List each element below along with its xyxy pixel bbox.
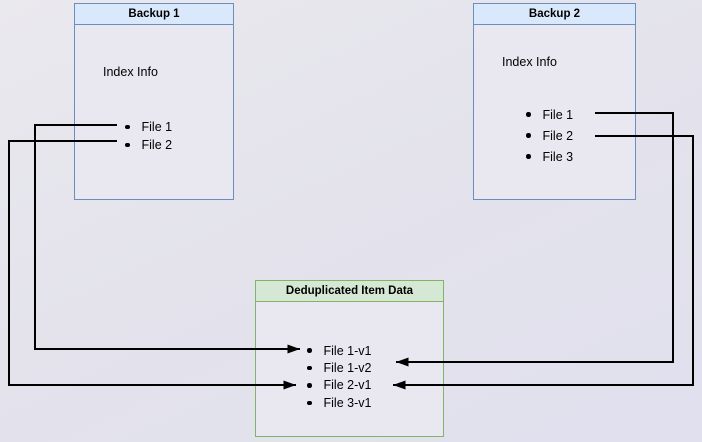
list-item: File 1-v2: [307, 359, 371, 376]
list-item: File 1-v1: [307, 342, 371, 359]
file-label: File 2: [542, 128, 574, 143]
item-label: File 1-v2: [323, 361, 372, 376]
file-label: File 1: [542, 107, 574, 122]
node-backup-1-title: Backup 1: [75, 4, 233, 25]
list-item: File 1: [125, 118, 172, 136]
bullet-icon: [125, 124, 130, 130]
bullet-icon: [526, 154, 531, 159]
node-backup-1: Backup 1 Index Info File 1 File 2: [74, 3, 234, 200]
bullet-icon: [125, 142, 130, 148]
list-item: File 3-v1: [307, 394, 371, 411]
bullet-icon: [307, 365, 312, 371]
list-item: File 1: [526, 104, 573, 125]
dedup-item-list: File 1-v1 File 1-v2 File 2-v1 File 3-v1: [307, 342, 371, 412]
backup-1-file-list: File 1 File 2: [125, 118, 172, 154]
file-label: File 3: [542, 149, 574, 164]
item-label: File 3-v1: [323, 395, 372, 410]
list-item: File 2: [125, 136, 172, 154]
bullet-icon: [526, 112, 531, 117]
list-item: File 2: [526, 125, 573, 146]
bullet-icon: [307, 348, 312, 353]
bullet-icon: [307, 400, 312, 406]
backup-2-file-list: File 1 File 2 File 3: [526, 104, 573, 167]
node-deduplicated-item-data: Deduplicated Item Data File 1-v1 File 1-…: [255, 280, 444, 437]
item-label: File 2-v1: [323, 378, 372, 393]
file-label: File 1: [141, 120, 173, 134]
bullet-icon: [307, 383, 312, 388]
file-label: File 2: [141, 138, 173, 152]
bullet-icon: [526, 133, 531, 138]
list-item: File 2-v1: [307, 377, 371, 394]
list-item: File 3: [526, 146, 573, 167]
item-label: File 1-v1: [323, 343, 372, 358]
node-backup-2: Backup 2 Index Info File 1 File 2 File 3: [473, 3, 636, 200]
node-dedup-title: Deduplicated Item Data: [256, 281, 443, 302]
index-info-label: Index Info: [103, 65, 158, 79]
index-info-label: Index Info: [502, 55, 557, 69]
node-backup-2-title: Backup 2: [474, 4, 635, 25]
